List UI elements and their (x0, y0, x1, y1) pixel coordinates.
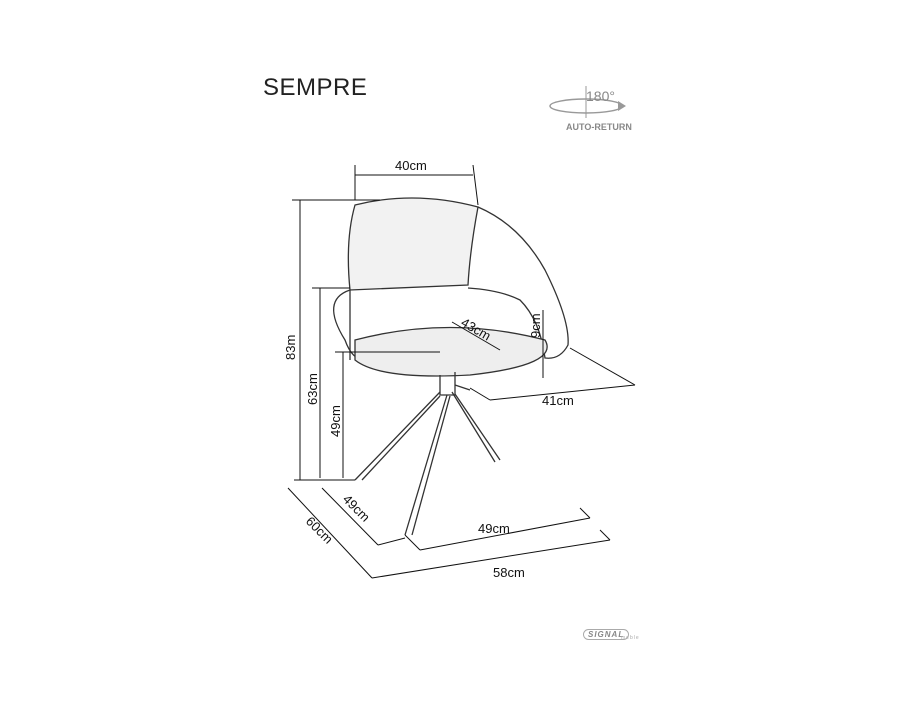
brand-name: SIGNAL (583, 629, 630, 640)
dim-total-height: 83m (283, 335, 298, 360)
dim-total-width: 58cm (493, 565, 525, 580)
auto-return-label: AUTO-RETURN (566, 122, 632, 132)
dim-seat-width: 41cm (542, 393, 574, 408)
dim-arm-rise: 9cm (528, 313, 543, 338)
dim-back-width: 40cm (395, 158, 427, 173)
rotation-arrow-icon (549, 86, 626, 118)
dim-base-width: 49cm (478, 521, 510, 536)
chair-outline (332, 197, 569, 536)
dim-total-depth: 60cm (303, 514, 336, 547)
rotation-degrees: 180° (586, 88, 615, 104)
brand-logo: SIGNAL meble (583, 624, 639, 642)
brand-sub: meble (621, 635, 640, 641)
dimension-lines (287, 164, 636, 579)
dim-base-depth: 49cm (340, 492, 373, 525)
dim-arm-height: 63cm (305, 373, 320, 405)
product-title: SEMPRE (263, 74, 368, 101)
dim-seat-height: 49cm (328, 405, 343, 437)
auto-return-badge: 180° AUTO-RETURN (548, 86, 648, 138)
